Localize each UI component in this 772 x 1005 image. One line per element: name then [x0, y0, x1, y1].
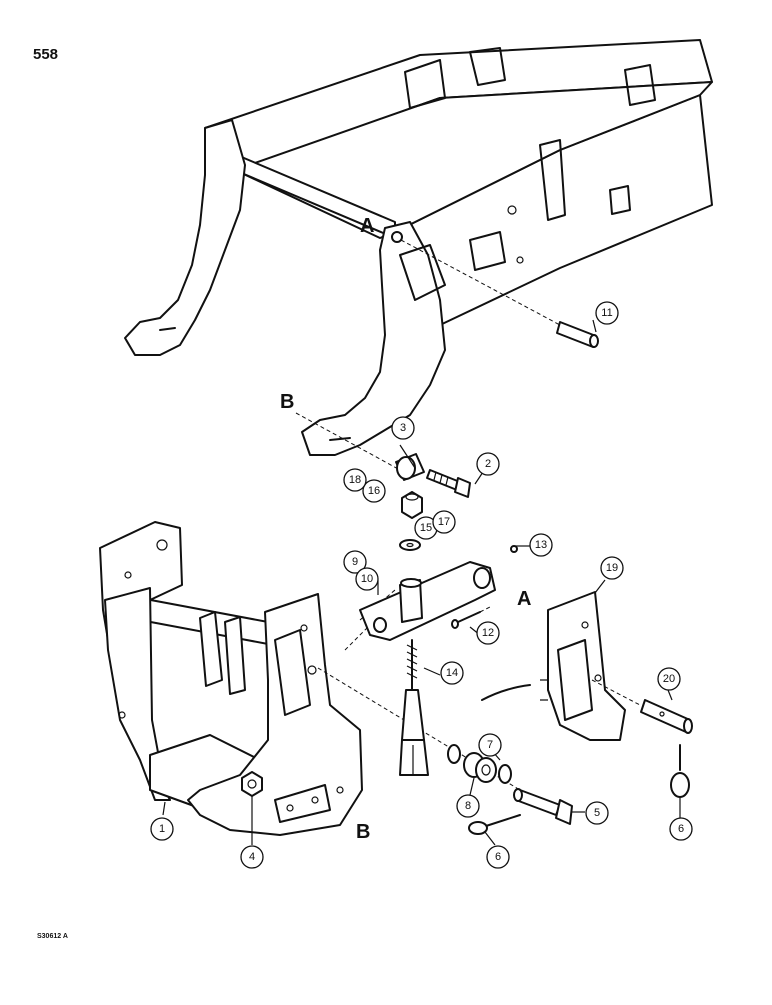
grease-fitting-13: [510, 545, 518, 553]
callout-15: 15: [414, 516, 438, 540]
callout-1: 1: [150, 817, 174, 841]
callout-6a: 6: [486, 845, 510, 869]
callout-4: 4: [240, 845, 264, 869]
reference-letter-a-frame: A: [360, 215, 374, 237]
svg-text:7: 7: [487, 739, 493, 751]
svg-text:11: 11: [601, 307, 612, 319]
pin-5: [513, 788, 573, 825]
svg-text:6: 6: [678, 823, 684, 835]
svg-text:9: 9: [352, 556, 358, 568]
bushing-8: [463, 752, 497, 783]
hitch-assembly: [99, 521, 521, 836]
lynch-pin-6: [468, 814, 521, 835]
callout-3: 3: [391, 416, 415, 440]
callout-10: 10: [355, 567, 379, 591]
callout-9: 9: [343, 550, 367, 574]
svg-text:8: 8: [465, 800, 471, 812]
spacer-3: [395, 453, 425, 481]
callout-12: 12: [476, 621, 500, 645]
callout-6b: 6: [669, 817, 693, 841]
pin-20: [640, 699, 693, 798]
bolt-12: [451, 606, 491, 629]
reference-letter-b-frame: B: [280, 391, 294, 413]
callout-14: 14: [440, 661, 464, 685]
page-number: 558: [33, 46, 59, 63]
svg-text:15: 15: [420, 522, 432, 534]
svg-text:6: 6: [495, 851, 501, 863]
callout-8: 8: [456, 794, 480, 818]
svg-text:5: 5: [594, 807, 600, 819]
callout-7: 7: [478, 733, 502, 757]
svg-text:2: 2: [485, 458, 491, 470]
sketch-stroke: [481, 684, 531, 701]
bracket-19: [540, 591, 641, 741]
figure-code: S30612 A: [37, 933, 68, 940]
nut-16: [401, 491, 423, 519]
link-9-10: [359, 561, 496, 641]
svg-text:17: 17: [438, 516, 450, 528]
svg-text:18: 18: [349, 474, 361, 486]
reference-letter-b-hitch: B: [356, 821, 370, 843]
svg-text:16: 16: [368, 485, 380, 497]
callout-11: 11: [595, 301, 619, 325]
bolt-2: [426, 469, 471, 498]
svg-text:4: 4: [249, 851, 255, 863]
svg-text:3: 3: [400, 422, 406, 434]
svg-text:12: 12: [482, 627, 494, 639]
svg-text:1: 1: [159, 823, 165, 835]
callout-17: 17: [432, 510, 456, 534]
svg-text:20: 20: [663, 673, 675, 685]
callout-16: 16: [362, 479, 386, 503]
callout-2: 2: [476, 452, 500, 476]
callout-13: 13: [529, 533, 553, 557]
reference-letter-a-link: A: [517, 588, 531, 610]
svg-text:10: 10: [361, 573, 373, 585]
callout-20: 20: [657, 667, 681, 691]
rod-end-14: [399, 639, 429, 776]
callout-18: 18: [343, 468, 367, 492]
svg-text:19: 19: [606, 562, 618, 574]
leader-lines: [162, 319, 681, 846]
svg-text:14: 14: [446, 667, 458, 679]
tractor-frame: [124, 39, 713, 456]
callout-19: 19: [600, 556, 624, 580]
pin-11: [400, 239, 599, 348]
svg-text:13: 13: [535, 539, 547, 551]
snap-rings-7: [447, 744, 512, 784]
washer-15: [399, 539, 421, 551]
callout-5: 5: [585, 801, 609, 825]
